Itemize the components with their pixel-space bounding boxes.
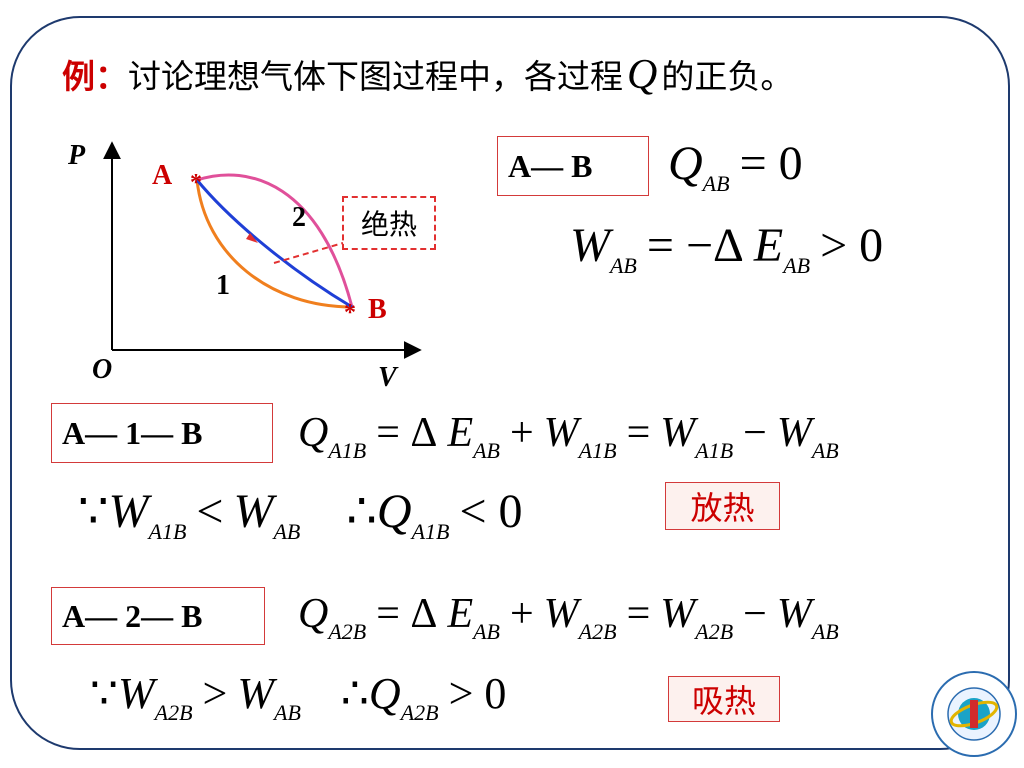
title-tail: 的正负。 xyxy=(661,57,794,96)
point-a-marker: * xyxy=(190,170,202,196)
e-subscript: AB xyxy=(473,438,500,463)
e-symbol: E xyxy=(447,591,474,637)
q-subscript: AB xyxy=(702,171,730,196)
w-subscript: AB xyxy=(609,253,637,278)
w-symbol: W xyxy=(233,485,274,538)
process-ab-label: A— B xyxy=(508,148,593,184)
process-ab-box: A— B xyxy=(497,136,649,196)
equation-q-ab: QAB = 0 xyxy=(668,140,813,195)
pv-diagram xyxy=(103,141,422,359)
w-subscript: A1B xyxy=(578,438,617,463)
heat-release-label: 放热 xyxy=(690,489,755,527)
w-symbol: W xyxy=(543,591,579,637)
college-of-science-seal-icon xyxy=(931,671,1017,757)
equals-minus-delta: = −Δ xyxy=(646,219,744,272)
e-symbol: E xyxy=(447,410,474,456)
w-subscript: A2B xyxy=(695,619,734,644)
adiabatic-label: 绝热 xyxy=(360,208,417,241)
greater-than: > xyxy=(202,669,228,718)
q-subscript: A2B xyxy=(328,619,367,644)
heat-absorb-tag: 吸热 xyxy=(668,676,780,722)
w-symbol: W xyxy=(776,410,812,456)
equals-delta: = Δ xyxy=(376,591,438,637)
q-subscript: A2B xyxy=(400,700,439,725)
point-b-label: B xyxy=(368,294,387,325)
inequality-a1b: ∵WA1B<WAB∴QA1B< 0 xyxy=(78,488,533,543)
minus-sign: − xyxy=(743,410,767,456)
w-subscript: A2B xyxy=(578,619,617,644)
curve-1 xyxy=(195,179,353,309)
curve-2-label: 2 xyxy=(292,202,306,233)
process-a1b-label: A— 1— B xyxy=(62,415,203,451)
w-subscript: A1B xyxy=(695,438,734,463)
w-subscript: A2B xyxy=(154,700,193,725)
origin-label: O xyxy=(92,354,113,385)
w-subscript: A1B xyxy=(148,519,187,544)
e-subscript: AB xyxy=(783,253,811,278)
equals-sign: = xyxy=(626,410,651,456)
because-symbol: ∵ xyxy=(90,669,118,718)
e-subscript: AB xyxy=(473,619,500,644)
q-symbol: Q xyxy=(298,591,329,637)
title-text: 讨论理想气体下图过程中，各过程 xyxy=(128,57,623,96)
less-zero: < 0 xyxy=(459,485,523,538)
w-subscript: AB xyxy=(811,438,839,463)
direction-arrow xyxy=(246,233,258,243)
heat-absorb-label: 吸热 xyxy=(691,682,756,720)
q-symbol: Q xyxy=(368,669,401,718)
process-a2b-label: A— 2— B xyxy=(62,598,203,634)
title-q-symbol: Q xyxy=(627,52,658,98)
process-a1b-box: A— 1— B xyxy=(51,403,273,463)
greater-zero: > 0 xyxy=(448,669,507,718)
w-symbol: W xyxy=(660,591,696,637)
adiabatic-label-box: 绝热 xyxy=(342,196,436,250)
inequality-a2b: ∵WA2B>WAB∴QA2B> 0 xyxy=(90,672,516,724)
title-lead: 例： xyxy=(62,57,128,96)
q-subscript: A1B xyxy=(328,438,367,463)
point-a-label: A xyxy=(152,160,173,191)
minus-sign: − xyxy=(743,591,767,637)
q-subscript: A1B xyxy=(411,519,450,544)
adiabatic-leader xyxy=(273,242,344,264)
axis-v-label: V xyxy=(378,362,397,393)
therefore-symbol: ∴ xyxy=(346,485,377,538)
w-subscript: AB xyxy=(273,519,301,544)
plus-sign: + xyxy=(509,591,534,637)
q-symbol: Q xyxy=(298,410,329,456)
less-than: < xyxy=(196,485,224,538)
w-symbol: W xyxy=(776,591,812,637)
w-symbol: W xyxy=(543,410,579,456)
e-symbol: E xyxy=(753,219,784,272)
q-symbol: Q xyxy=(376,485,412,538)
process-a2b-box: A— 2— B xyxy=(51,587,265,645)
adiabatic-curve xyxy=(195,179,353,309)
plus-sign: + xyxy=(509,410,534,456)
equals-zero: = 0 xyxy=(739,137,803,190)
w-symbol: W xyxy=(237,669,275,718)
therefore-symbol: ∴ xyxy=(340,669,369,718)
equals-sign: = xyxy=(626,591,651,637)
w-symbol: W xyxy=(108,485,149,538)
slide-frame xyxy=(10,16,1010,750)
curve-2 xyxy=(196,173,354,308)
because-symbol: ∵ xyxy=(78,485,109,538)
curve-1-label: 1 xyxy=(216,270,230,301)
w-symbol: W xyxy=(660,410,696,456)
w-symbol: W xyxy=(118,669,155,718)
heat-release-tag: 放热 xyxy=(665,482,780,530)
axis-p-label: P xyxy=(68,140,86,171)
w-subscript: AB xyxy=(274,700,301,725)
q-symbol: Q xyxy=(668,137,703,190)
greater-zero: > 0 xyxy=(820,219,884,272)
w-subscript: AB xyxy=(811,619,839,644)
equals-delta: = Δ xyxy=(376,410,438,456)
w-symbol: W xyxy=(570,219,610,272)
point-b-marker: * xyxy=(344,300,356,326)
